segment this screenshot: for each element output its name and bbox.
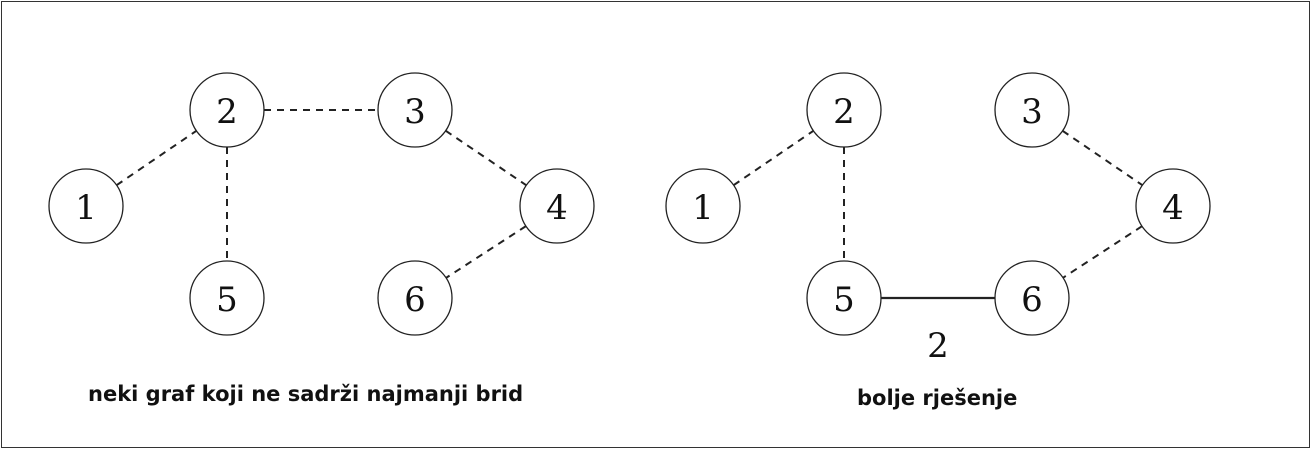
right-node-4: 4 — [1135, 168, 1211, 244]
right-node-1-label: 1 — [692, 188, 714, 228]
left-node-2: 2 — [189, 72, 265, 148]
left-node-1: 1 — [48, 168, 124, 244]
right-node-3: 3 — [994, 72, 1070, 148]
right-edge-3-4 — [1062, 129, 1143, 187]
right-edge-weight-5-6: 2 — [927, 326, 949, 366]
right-graph-caption: bolje rješenje — [857, 386, 1018, 410]
left-graph: 1 2 3 4 5 6 — [48, 72, 595, 336]
right-graph: 2 1 2 3 4 5 6 — [665, 72, 1211, 366]
right-node-2-circle — [806, 72, 882, 148]
right-node-4-circle — [1135, 168, 1211, 244]
right-node-2-label: 2 — [833, 92, 855, 132]
right-node-6: 6 — [994, 260, 1070, 336]
right-node-1: 1 — [665, 168, 741, 244]
right-edge-4-6 — [1062, 225, 1143, 279]
left-node-6-circle — [377, 260, 453, 336]
right-node-1-circle — [665, 168, 741, 244]
left-graph-caption: neki graf koji ne sadrži najmanji brid — [88, 382, 524, 406]
right-node-6-label: 6 — [1021, 280, 1043, 320]
left-node-3-circle — [377, 72, 453, 148]
right-node-3-circle — [994, 72, 1070, 148]
left-edge-3-4 — [445, 129, 527, 187]
right-node-2: 2 — [806, 72, 882, 148]
left-node-3-label: 3 — [404, 92, 426, 132]
left-node-1-label: 1 — [75, 188, 97, 228]
left-node-4: 4 — [519, 168, 595, 244]
left-node-1-circle — [48, 168, 124, 244]
right-node-5-label: 5 — [833, 280, 855, 320]
left-edge-4-6 — [445, 225, 527, 279]
left-node-5-circle — [189, 260, 265, 336]
left-node-2-label: 2 — [216, 92, 238, 132]
right-edge-1-2 — [733, 129, 814, 187]
left-node-6: 6 — [377, 260, 453, 336]
left-node-5: 5 — [189, 260, 265, 336]
left-node-3: 3 — [377, 72, 453, 148]
right-node-4-label: 4 — [1162, 188, 1184, 228]
right-node-6-circle — [994, 260, 1070, 336]
right-node-3-label: 3 — [1021, 92, 1043, 132]
right-node-5-circle — [806, 260, 882, 336]
left-node-4-circle — [519, 168, 595, 244]
left-node-4-label: 4 — [546, 188, 568, 228]
left-node-5-label: 5 — [216, 280, 238, 320]
right-node-5: 5 — [806, 260, 882, 336]
left-node-2-circle — [189, 72, 265, 148]
left-node-6-label: 6 — [404, 280, 426, 320]
left-edge-1-2 — [116, 129, 197, 187]
